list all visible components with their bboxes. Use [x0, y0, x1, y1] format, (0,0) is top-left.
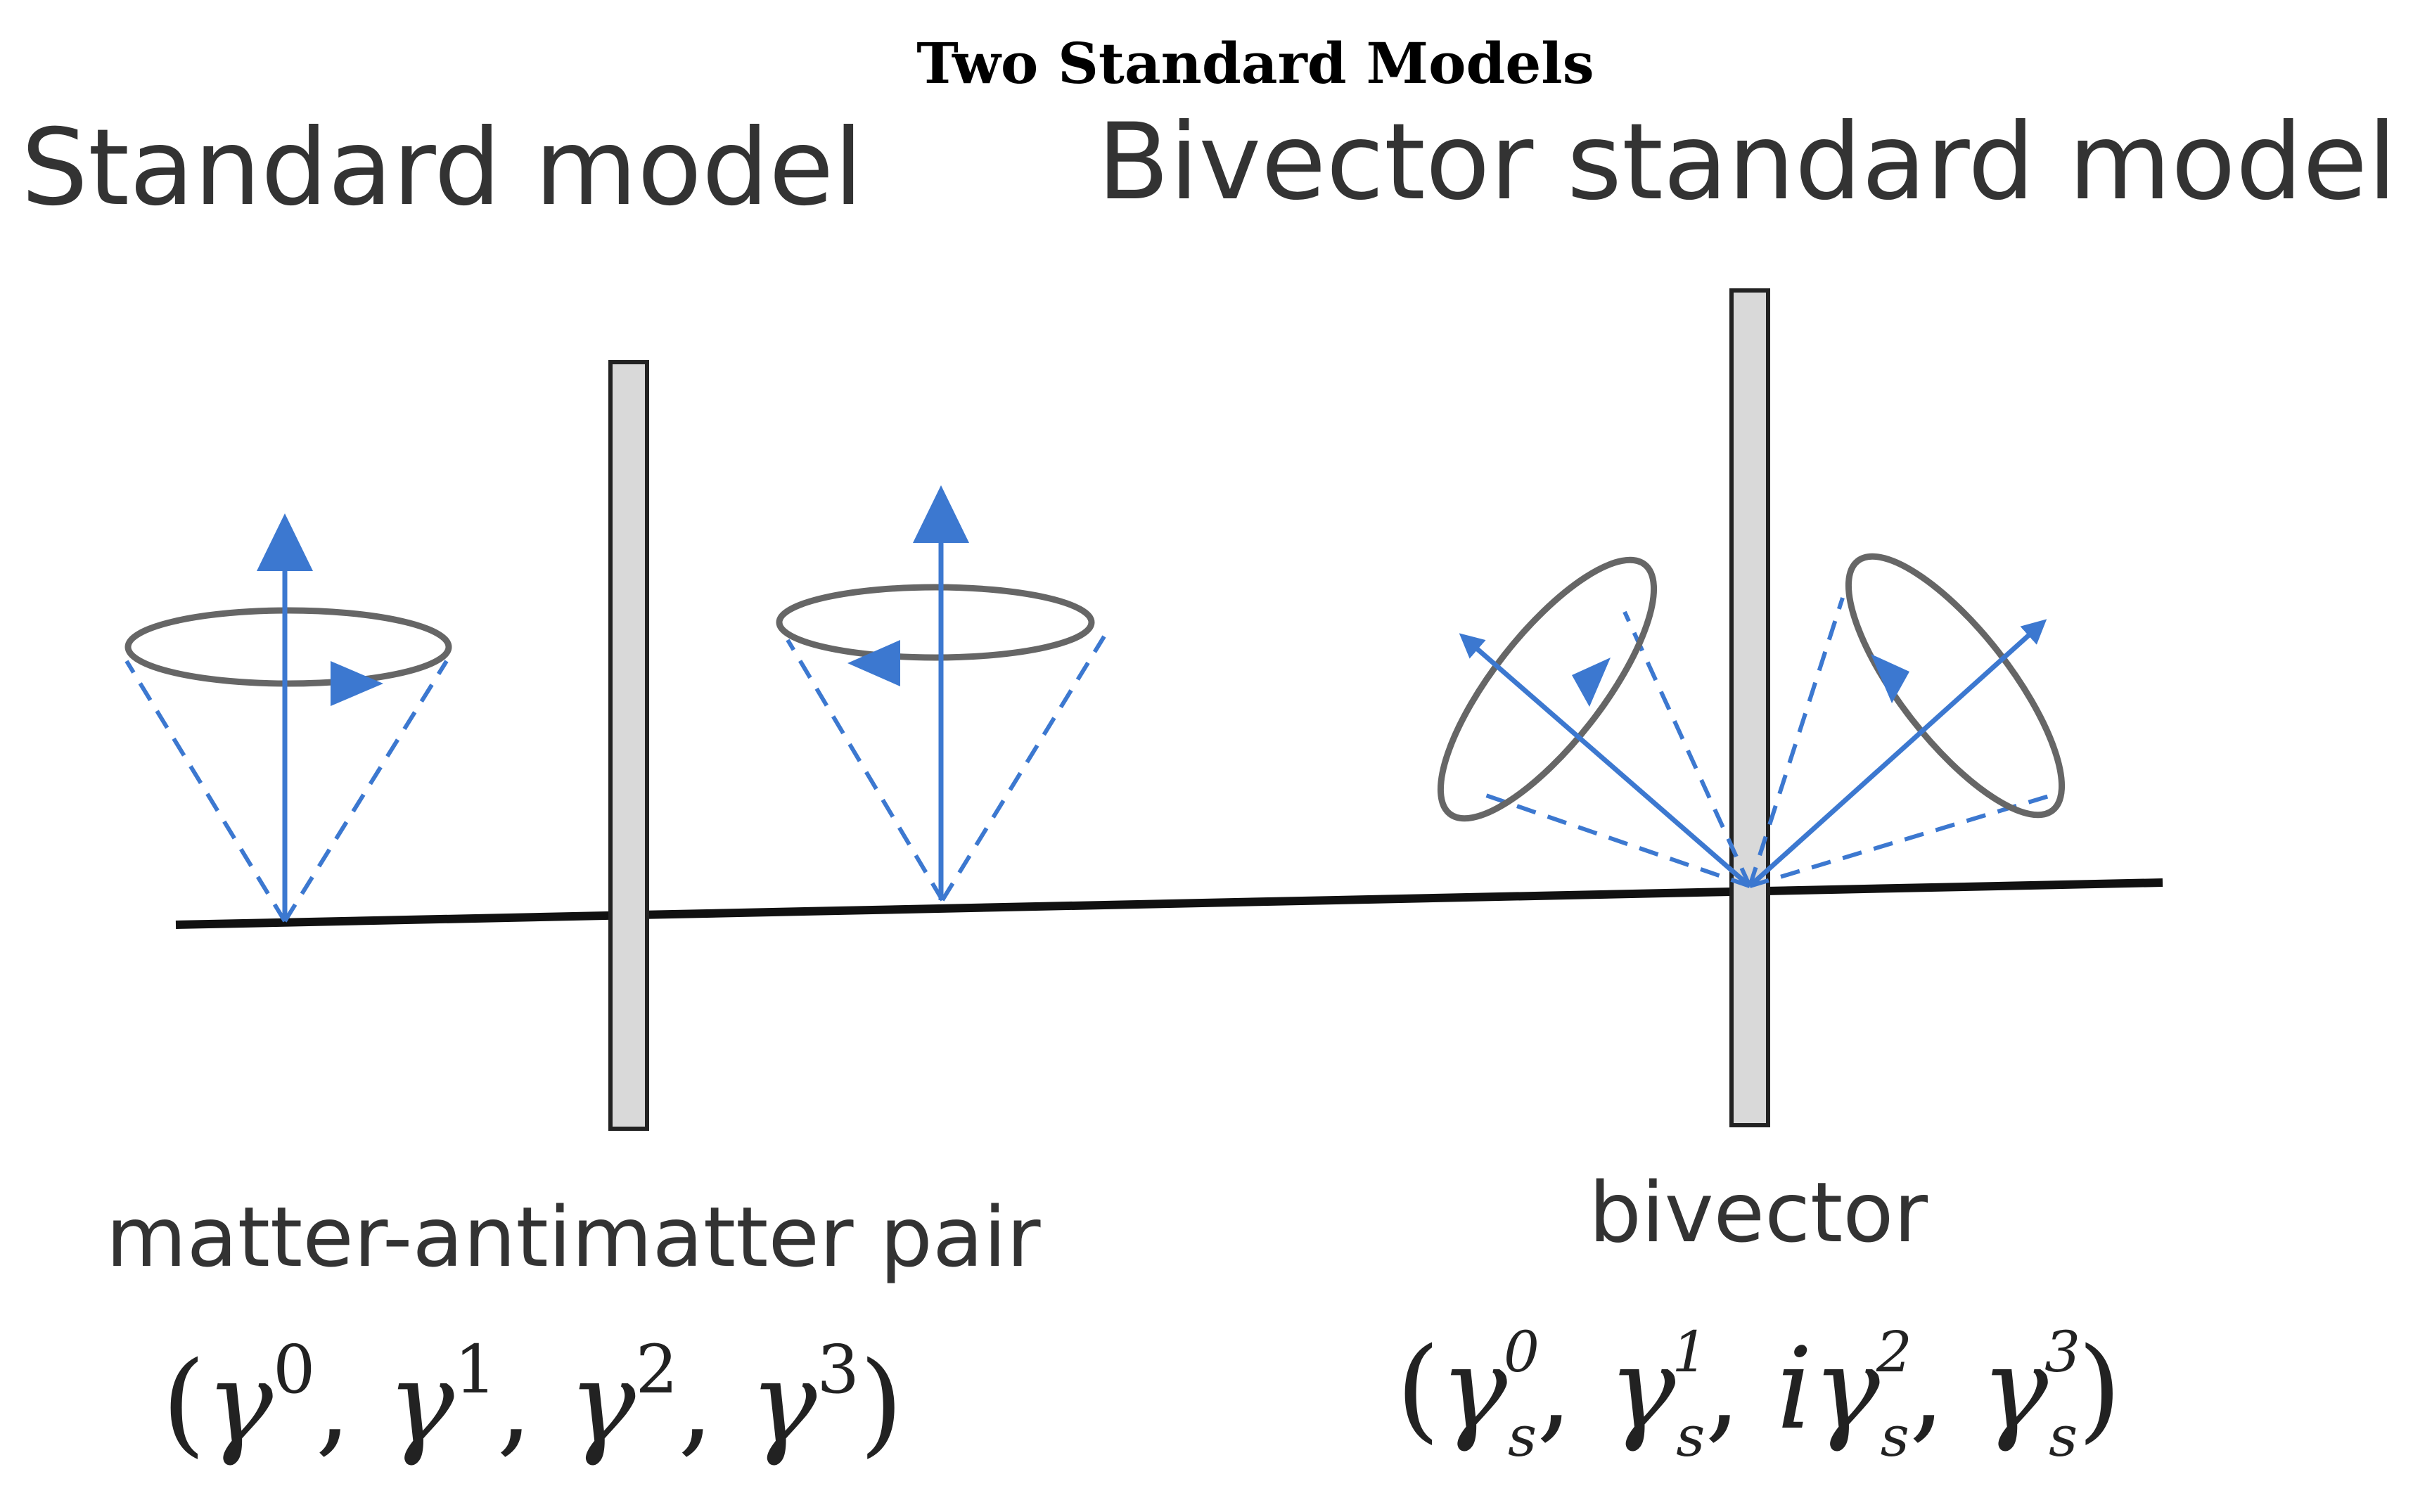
baseline-axis — [175, 878, 2163, 929]
matter-rotation-arrowhead — [331, 661, 383, 706]
antimatter-cone-right-edge — [940, 635, 1106, 902]
figure-title: Two Standard Models — [916, 30, 1594, 96]
antimatter-spin-up-arrowhead — [913, 485, 969, 543]
bivector-right-rotation-arrowhead — [1871, 654, 1909, 703]
matter-spin-up-arrowhead — [257, 513, 313, 571]
left-panel-formula: (γ0, γ1, γ2, γ3) — [162, 1331, 903, 1468]
antimatter-rotation-arrowhead — [847, 640, 900, 686]
right-panel-heading: Bivector standard model — [1097, 101, 2397, 224]
bivector-right-spin-ring — [1845, 553, 2066, 819]
bivector-left-spin-axis — [1459, 633, 1752, 888]
right-panel-caption: bivector — [1589, 1164, 1928, 1261]
antimatter-cone-left-edge — [786, 639, 945, 902]
bivector-left-cone-edge-b — [1622, 610, 1752, 888]
antimatter-spin-ring — [776, 584, 1095, 661]
matter-cone-right-edge — [283, 660, 449, 923]
bivector-right-cone-edge-a — [1749, 793, 2054, 888]
right-barrier — [1729, 288, 1770, 1127]
bivector-right-spin-axis — [1748, 619, 2047, 888]
antimatter-spin-group — [776, 485, 1106, 902]
bivector-left-rotation-arrowhead — [1572, 658, 1611, 707]
matter-spin-group — [124, 513, 452, 923]
left-panel-heading: Standard model — [21, 107, 863, 229]
left-barrier — [608, 360, 649, 1131]
bivector-spin-group — [1437, 553, 2066, 888]
left-panel-caption: matter-antimatter pair — [106, 1189, 1041, 1286]
matter-cone-left-edge — [124, 660, 287, 923]
bivector-left-spin-ring — [1437, 556, 1658, 822]
matter-spin-ring — [124, 607, 452, 687]
bivector-left-cone-edge-a — [1483, 793, 1750, 888]
bivector-right-cone-edge-b — [1748, 597, 1845, 887]
